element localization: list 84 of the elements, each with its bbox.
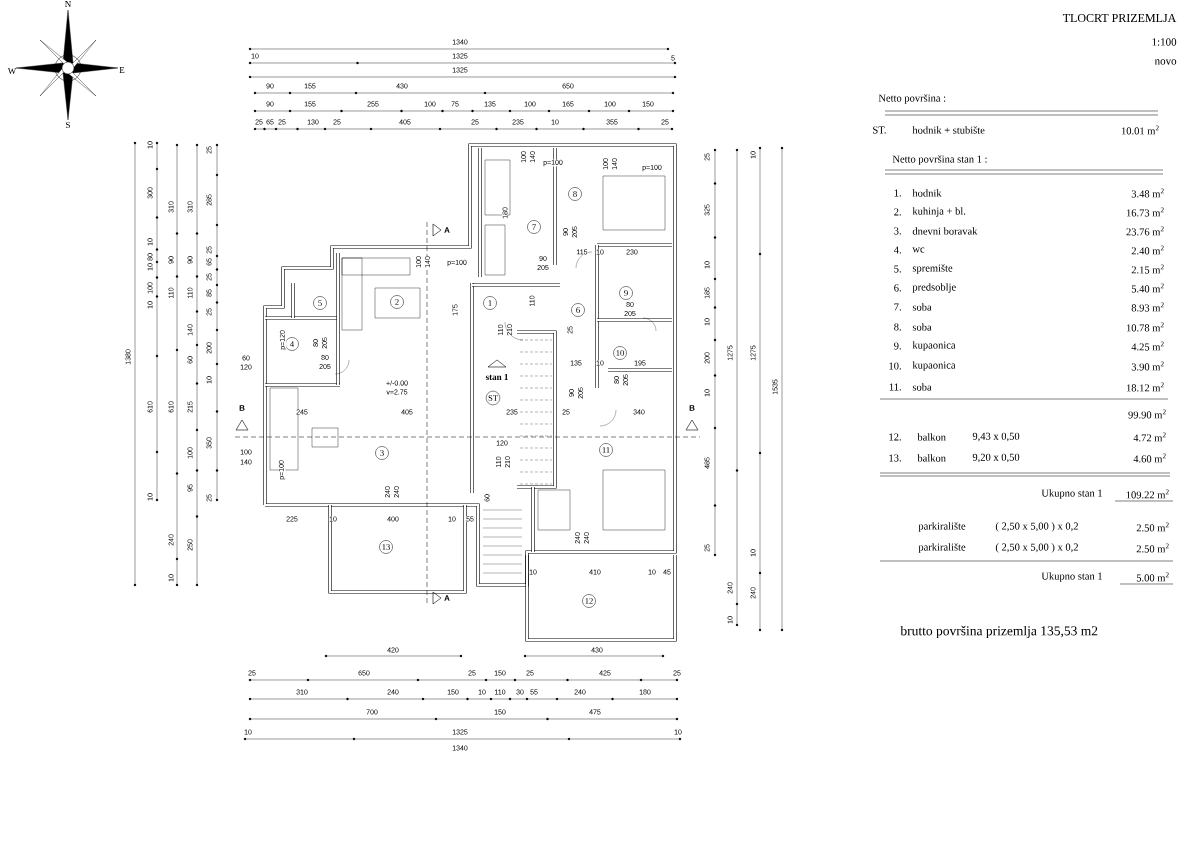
section-label: B	[239, 405, 245, 411]
table-text: parkiralište	[918, 543, 966, 553]
room-number: 13	[379, 540, 393, 554]
table-text: 4.72 m$^{2}$	[1133, 432, 1166, 442]
table-text: ( 2,50 x 5,00 ) x 0,2	[995, 543, 1078, 553]
table-text: balkon	[917, 454, 946, 462]
room-number: 2	[390, 295, 404, 309]
table-text: 7.	[894, 303, 901, 311]
table-text: predsoblje	[912, 283, 956, 293]
table-text: 4.	[893, 246, 901, 254]
table-text: 5.00 m$^{2}$	[1136, 572, 1169, 582]
table-text: 2.	[894, 208, 901, 216]
table-text: 5.	[894, 265, 901, 273]
table-text: 11.	[889, 383, 901, 391]
table-text: soba	[912, 323, 932, 331]
total-area-text: brutto površina prizemlja 135,53 m2	[900, 625, 1098, 639]
table-text: 3.	[894, 227, 901, 235]
drawing-title: TLOCRT PRIZEMLJA	[1062, 13, 1177, 22]
room-number: 1	[483, 296, 497, 310]
heading-note: 1:100	[1152, 38, 1177, 46]
table-text: 10.	[889, 362, 901, 370]
table-text: 2.40 m$^{2}$	[1131, 245, 1164, 255]
table-text: ( 2,50 x 5,00 ) x 0,2	[995, 522, 1078, 532]
table-text: soba	[912, 383, 932, 391]
table-text: 10.78 m$^{2}$	[1126, 322, 1164, 332]
room-number: 9	[619, 286, 633, 300]
table-text: hodnik	[912, 189, 942, 197]
table-text: 9,43 x 0,50	[972, 432, 1020, 442]
table-text: 2.50 m$^{2}$	[1136, 522, 1169, 532]
table-text: kupaonica	[912, 341, 956, 351]
compass-letter: S	[66, 121, 70, 129]
table-text: spremište	[912, 264, 953, 274]
room-number: 6	[571, 303, 585, 317]
table-text: ST.	[873, 126, 886, 134]
room-number: 4	[285, 337, 299, 351]
table-text: 5.40 m$^{2}$	[1131, 283, 1164, 293]
compass-letter: N	[65, 1, 72, 7]
table-text: wc	[912, 247, 925, 253]
heading-note: novo	[1154, 59, 1177, 65]
room-number: ST	[485, 390, 501, 406]
table-text: balkon	[917, 433, 946, 441]
section-label: A	[444, 595, 450, 601]
table-text: soba	[912, 303, 932, 311]
table-text: kupaonica	[912, 361, 956, 371]
table-text: 6.	[894, 284, 901, 292]
room-number: 11	[599, 443, 613, 457]
table-text: 13.	[889, 454, 901, 462]
table-text: kuhinja + bl.	[912, 207, 966, 217]
table-text: 2.50 m$^{2}$	[1136, 543, 1169, 553]
table-text: Ukupno stan 1	[1041, 489, 1102, 499]
room-number: 7	[527, 220, 541, 234]
table-text: 3.48 m$^{2}$	[1131, 188, 1164, 198]
table-text: 12.	[889, 433, 901, 441]
table-text: 4.25 m$^{2}$	[1131, 341, 1164, 351]
room-number: 5	[313, 296, 327, 310]
compass-letter: E	[119, 67, 125, 73]
section-label: B	[689, 405, 695, 411]
room-number: 10	[613, 346, 627, 360]
table-text: Ukupno stan 1	[1041, 572, 1102, 582]
table-text: 10.01 m$^{2}$	[1121, 125, 1159, 135]
table-text: 109.22 m$^{2}$	[1126, 489, 1169, 499]
table-text: dnevni boravak	[912, 227, 978, 235]
table-text: 2.15 m$^{2}$	[1131, 264, 1164, 274]
table-text: Netto površina stan 1 :	[892, 155, 987, 165]
section-label: A	[444, 227, 450, 233]
table-text: 16.73 m$^{2}$	[1126, 207, 1164, 217]
table-text: 4.60 m$^{2}$	[1133, 453, 1166, 463]
table-text: 99.90 m$^{2}$	[1128, 409, 1166, 419]
room-number: 8	[568, 187, 582, 201]
table-text: Netto površina :	[878, 94, 946, 104]
table-text: 9.	[894, 342, 901, 350]
table-text: 8.	[894, 323, 901, 331]
table-text: 18.12 m$^{2}$	[1126, 382, 1164, 392]
table-text: hodnik + stubište	[912, 126, 985, 134]
table-text: 8.93 m$^{2}$	[1131, 302, 1164, 312]
table-text: 23.76 m$^{2}$	[1126, 226, 1164, 236]
table-text: 9,20 x 0,50	[972, 453, 1020, 463]
compass-letter: W	[7, 68, 17, 74]
room-number: 3	[375, 446, 389, 460]
table-text: parkiralište	[918, 522, 966, 532]
room-number: 12	[582, 594, 596, 608]
apartment-label: stan 1	[485, 373, 509, 381]
table-text: 3.90 m$^{2}$	[1131, 361, 1164, 371]
table-text: 1.	[894, 189, 901, 197]
